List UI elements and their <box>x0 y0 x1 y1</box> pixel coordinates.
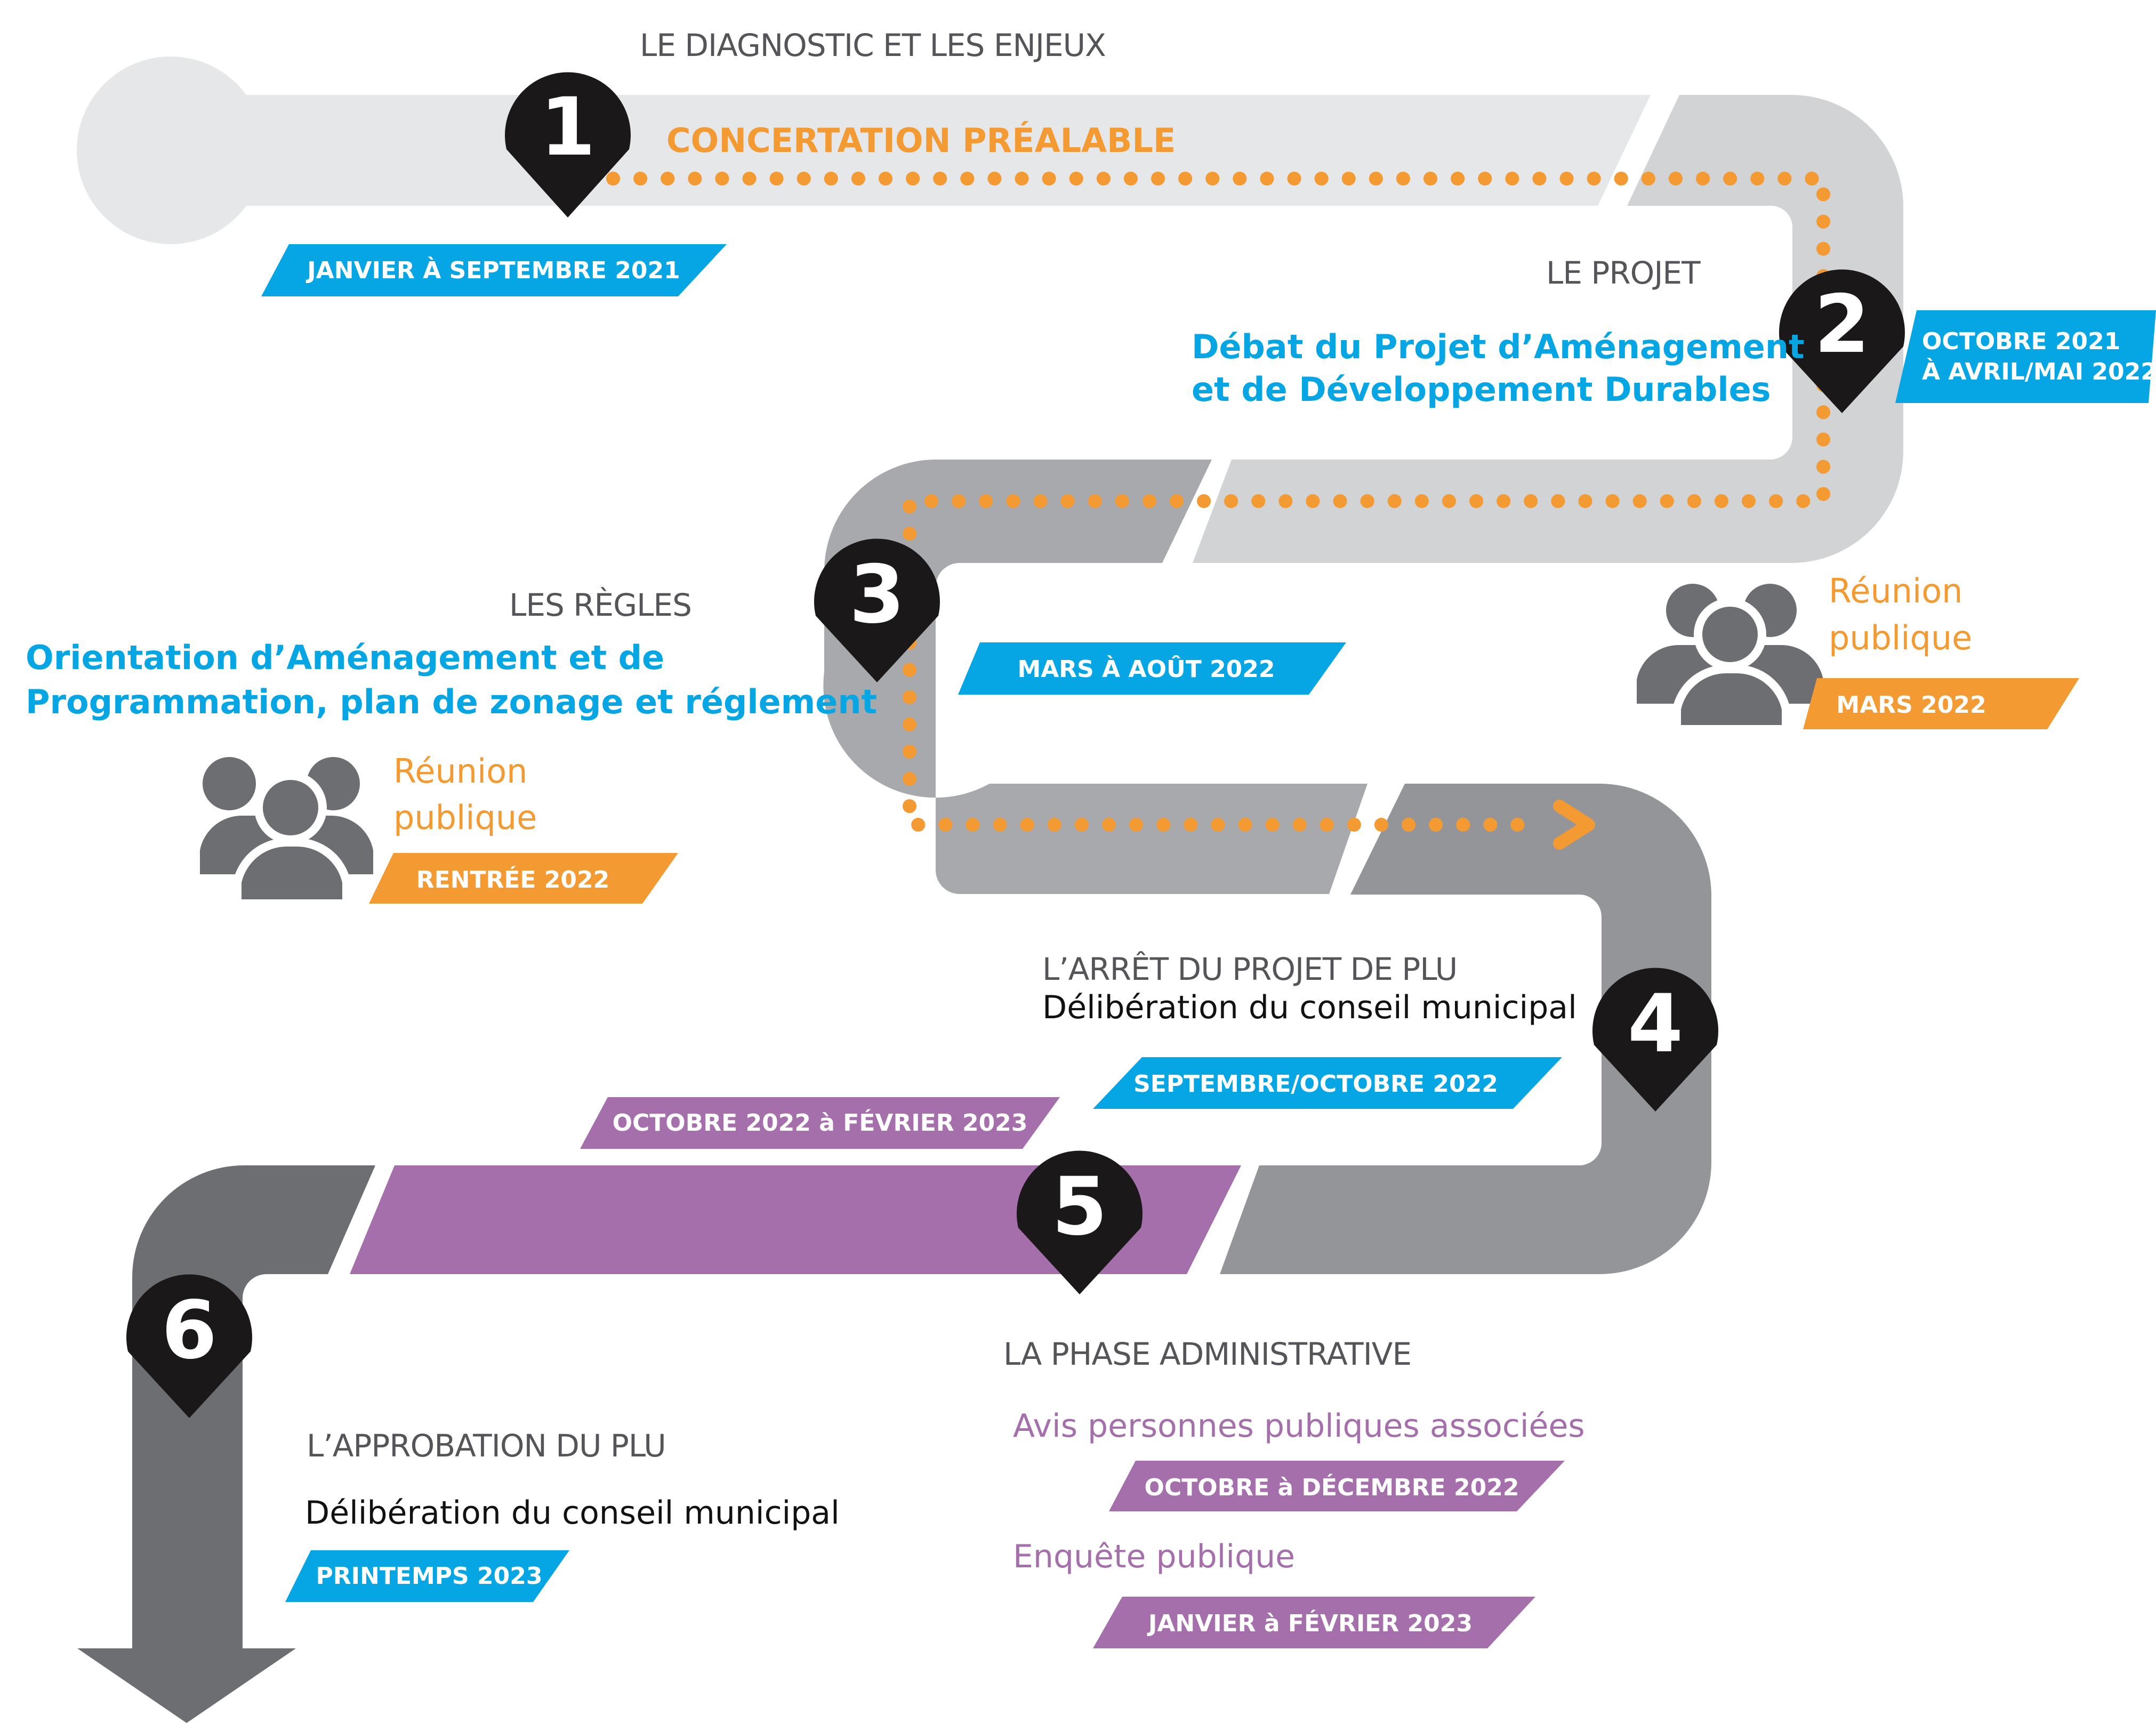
step-2-date-line1: OCTOBRE 2021 <box>1922 328 2120 355</box>
step-1-subtitle: CONCERTATION PRÉALABLE <box>666 121 1176 160</box>
road-segment-2 <box>1193 95 1903 563</box>
dotted-path-arrow-icon <box>1553 800 1595 850</box>
step-5-item-1: Avis personnes publiques associées <box>1013 1407 1585 1445</box>
pin-step-5: 5 <box>1017 1150 1143 1294</box>
meeting-2-date-text: RENTRÉE 2022 <box>416 865 610 893</box>
step-6-heading: L’APPROBATION DU PLU <box>307 1428 666 1464</box>
pin-step-1: 1 <box>505 72 631 218</box>
step-3-heading: LES RÈGLES <box>509 586 691 623</box>
step-3-subtitle-line1: Orientation d’Aménagement et de <box>26 638 664 677</box>
step-3-date-badge: MARS À AOÛT 2022 <box>958 642 1346 695</box>
step-5-item-1-date-badge: OCTOBRE à DÉCEMBRE 2022 <box>1109 1461 1565 1511</box>
step-2-date-badge: OCTOBRE 2021 À AVRIL/MAI 2022 <box>1895 310 2156 403</box>
pin-5-number: 5 <box>1052 1161 1107 1253</box>
pin-1-number: 1 <box>540 81 596 174</box>
meeting-2-date-badge: RENTRÉE 2022 <box>369 853 678 904</box>
step-4-date-text: SEPTEMBRE/OCTOBRE 2022 <box>1133 1070 1498 1098</box>
meeting-2-people-group-icon <box>200 757 373 908</box>
step-1-heading: LE DIAGNOSTIC ET LES ENJEUX <box>640 27 1106 63</box>
pin-step-6: 6 <box>126 1274 253 1418</box>
step-6-date-text: PRINTEMPS 2023 <box>316 1563 543 1590</box>
step-pins: 1 2 3 4 5 6 <box>126 72 1905 1418</box>
step-5-date-text: OCTOBRE 2022 à FÉVRIER 2023 <box>613 1108 1028 1137</box>
step-5-item-1-date-text: OCTOBRE à DÉCEMBRE 2022 <box>1145 1473 1519 1501</box>
step-4-heading: L’ARRÊT DU PROJET DE PLU <box>1042 951 1457 987</box>
step-4-date-badge: SEPTEMBRE/OCTOBRE 2022 <box>1093 1057 1562 1109</box>
step-2-heading: LE PROJET <box>1546 255 1701 291</box>
meeting-1-date-badge: MARS 2022 <box>1803 678 2079 729</box>
step-2-subtitle-line2: et de Développement Durables <box>1192 370 1771 409</box>
pin-3-number: 3 <box>849 549 905 641</box>
step-3-date-text: MARS À AOÛT 2022 <box>1017 655 1275 683</box>
step-2-subtitle-line1: Débat du Projet d’Aménagement <box>1192 327 1805 366</box>
step-1-date-badge: JANVIER À SEPTEMBRE 2021 <box>261 244 727 296</box>
step-5-item-2: Enquête publique <box>1013 1538 1295 1575</box>
meeting-1-people-group-icon <box>1637 584 1823 734</box>
road-segment-3 <box>823 460 1367 894</box>
meeting-1-label-line2: publique <box>1829 618 1972 657</box>
step-5-item-2-date-text: JANVIER à FÉVRIER 2023 <box>1147 1609 1473 1637</box>
road-segment-5 <box>350 1165 1241 1274</box>
step-6-subtitle: Délibération du conseil municipal <box>305 1494 840 1532</box>
step-2-date-line2: À AVRIL/MAI 2022 <box>1922 357 2156 385</box>
step-5-heading: LA PHASE ADMINISTRATIVE <box>1003 1336 1411 1372</box>
meeting-1-date-text: MARS 2022 <box>1836 691 1986 719</box>
step-3-subtitle-line2: Programmation, plan de zonage et régleme… <box>26 682 877 721</box>
pin-step-4: 4 <box>1592 968 1718 1112</box>
step-5-date-badge: OCTOBRE 2022 à FÉVRIER 2023 <box>580 1097 1060 1149</box>
pin-4-number: 4 <box>1628 978 1683 1070</box>
concertation-dotted-path <box>606 172 1830 832</box>
pin-step-2: 2 <box>1779 269 1905 413</box>
pin-6-number: 6 <box>162 1284 217 1377</box>
step-1-date-text: JANVIER À SEPTEMBRE 2021 <box>305 256 680 284</box>
meeting-2-label-line1: Réunion <box>393 752 527 791</box>
meeting-1-label-line1: Réunion <box>1829 571 1962 610</box>
pin-step-3: 3 <box>814 538 940 682</box>
pin-2-number: 2 <box>1814 278 1870 371</box>
step-4-subtitle: Délibération du conseil municipal <box>1042 989 1577 1026</box>
meeting-2-label-line2: publique <box>393 798 537 837</box>
step-5-item-2-date-badge: JANVIER à FÉVRIER 2023 <box>1093 1597 1535 1648</box>
step-6-date-badge: PRINTEMPS 2023 <box>285 1550 569 1602</box>
